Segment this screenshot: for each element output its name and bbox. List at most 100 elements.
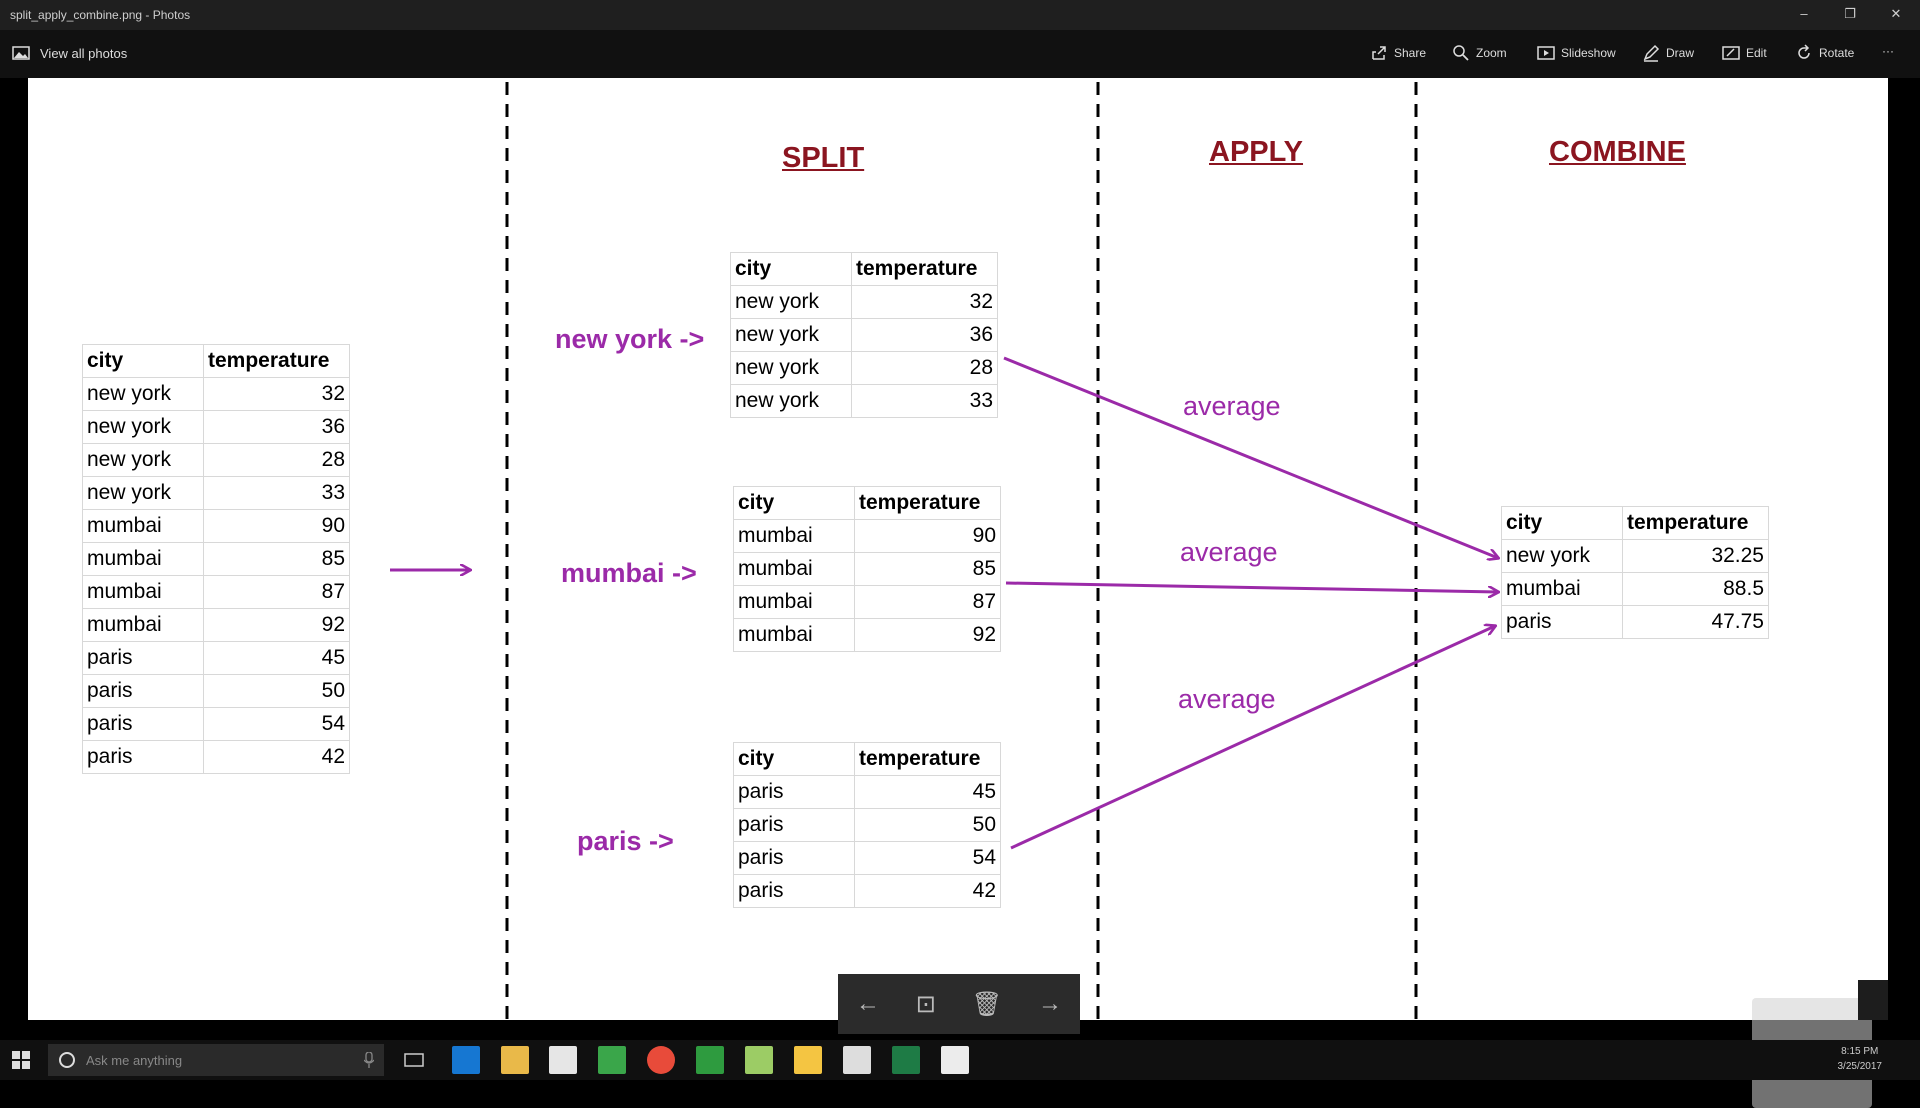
- city-cell: new york: [730, 318, 852, 352]
- draw-button[interactable]: Draw: [1642, 44, 1694, 62]
- combine-header: COMBINE: [1549, 136, 1686, 168]
- city-cell: new york: [1501, 539, 1623, 573]
- column-header-city: city: [1501, 506, 1623, 540]
- task-view-icon[interactable]: [404, 1051, 424, 1069]
- fit-view-icon[interactable]: ⊡: [915, 990, 936, 1018]
- temperature-cell: 47.75: [1622, 605, 1769, 639]
- cortana-icon: [59, 1052, 75, 1068]
- windows-start-icon[interactable]: [12, 1051, 30, 1069]
- temperature-cell: 36: [851, 318, 998, 352]
- more-label: ···: [1882, 44, 1894, 58]
- city-cell: mumbai: [82, 542, 204, 576]
- view-all-label: View all photos: [40, 45, 128, 61]
- rotate-button[interactable]: Rotate: [1795, 44, 1854, 62]
- city-cell: new york: [82, 377, 204, 411]
- arrow-paris: [1010, 626, 1495, 850]
- store-icon[interactable]: [549, 1046, 577, 1074]
- rotate-icon: [1798, 44, 1810, 59]
- apply-header: APPLY: [1209, 136, 1304, 168]
- diagram-lines: [390, 82, 1888, 1020]
- sublime-icon[interactable]: [794, 1046, 822, 1074]
- temperature-cell: 90: [203, 509, 350, 543]
- next-arrow-icon[interactable]: →: [1038, 990, 1063, 1017]
- pen-icon: [1643, 44, 1660, 62]
- excel-icon[interactable]: [892, 1046, 920, 1074]
- zoom-button[interactable]: Zoom: [1452, 44, 1507, 62]
- city-cell: new york: [730, 351, 852, 385]
- restore-button[interactable]: ❐: [1844, 6, 1856, 21]
- notepad-icon[interactable]: [745, 1046, 773, 1074]
- column-header-temperature: temperature: [851, 252, 998, 286]
- city-cell: mumbai: [733, 618, 855, 652]
- temperature-cell: 85: [854, 552, 1001, 586]
- temperature-cell: 45: [854, 775, 1001, 809]
- photos-app-icon[interactable]: [843, 1046, 871, 1074]
- close-button[interactable]: ✕: [1890, 6, 1902, 21]
- arrow-newyork: [1003, 356, 1498, 558]
- temperature-cell: 50: [854, 808, 1001, 842]
- chrome-icon[interactable]: [647, 1046, 675, 1074]
- group-label-mumbai: mumbai ->: [561, 558, 697, 588]
- slideshow-icon: [1537, 46, 1555, 60]
- temperature-cell: 88.5: [1622, 572, 1769, 606]
- temperature-cell: 54: [203, 707, 350, 741]
- city-cell: mumbai: [82, 608, 204, 642]
- cortana-search-box[interactable]: Ask me anything: [48, 1044, 384, 1076]
- calendar-app-icon[interactable]: [598, 1046, 626, 1074]
- delete-icon[interactable]: 🗑: [971, 990, 1003, 1018]
- city-cell: mumbai: [82, 575, 204, 609]
- city-cell: paris: [733, 775, 855, 809]
- city-cell: new york: [730, 384, 852, 418]
- photo-nav-overlay: ← ⊡ 🗑 →: [838, 974, 1080, 1034]
- microphone-icon[interactable]: [364, 1052, 374, 1068]
- camtasia-icon[interactable]: [696, 1046, 724, 1074]
- city-cell: paris: [82, 740, 204, 774]
- minimize-button[interactable]: –: [1800, 6, 1808, 21]
- zoom-icon: [1453, 45, 1469, 61]
- more-options-button[interactable]: ···: [1882, 44, 1894, 58]
- draw-label: Draw: [1666, 46, 1695, 60]
- title-bar: split_apply_combine.png - Photos – ❐ ✕: [0, 0, 1920, 30]
- search-placeholder: Ask me anything: [86, 1052, 183, 1068]
- view-all-photos-button[interactable]: View all photos: [12, 44, 127, 62]
- edge-browser-icon[interactable]: [452, 1046, 480, 1074]
- temperature-cell: 28: [203, 443, 350, 477]
- previous-arrow-icon[interactable]: ←: [855, 990, 880, 1017]
- average-label-2: average: [1180, 537, 1278, 567]
- share-label: Share: [1394, 46, 1427, 60]
- city-cell: new york: [82, 443, 204, 477]
- edit-button[interactable]: Edit: [1722, 44, 1767, 62]
- slideshow-button[interactable]: Slideshow: [1537, 44, 1616, 62]
- terminal-icon[interactable]: [941, 1046, 969, 1074]
- average-label-3: average: [1178, 684, 1276, 714]
- expand-corner-button[interactable]: [1858, 980, 1888, 1020]
- temperature-cell: 90: [854, 519, 1001, 553]
- column-header-city: city: [733, 742, 855, 776]
- group-label-paris: paris ->: [577, 826, 674, 856]
- temperature-cell: 33: [851, 384, 998, 418]
- temperature-cell: 45: [203, 641, 350, 675]
- temperature-cell: 36: [203, 410, 350, 444]
- system-clock[interactable]: 8:15 PM 3/25/2017: [1838, 1044, 1883, 1074]
- city-cell: paris: [733, 874, 855, 908]
- file-explorer-icon[interactable]: [501, 1046, 529, 1074]
- edit-label: Edit: [1746, 46, 1767, 60]
- temperature-cell: 87: [854, 585, 1001, 619]
- column-header-city: city: [82, 344, 204, 378]
- share-button[interactable]: Share: [1370, 44, 1426, 62]
